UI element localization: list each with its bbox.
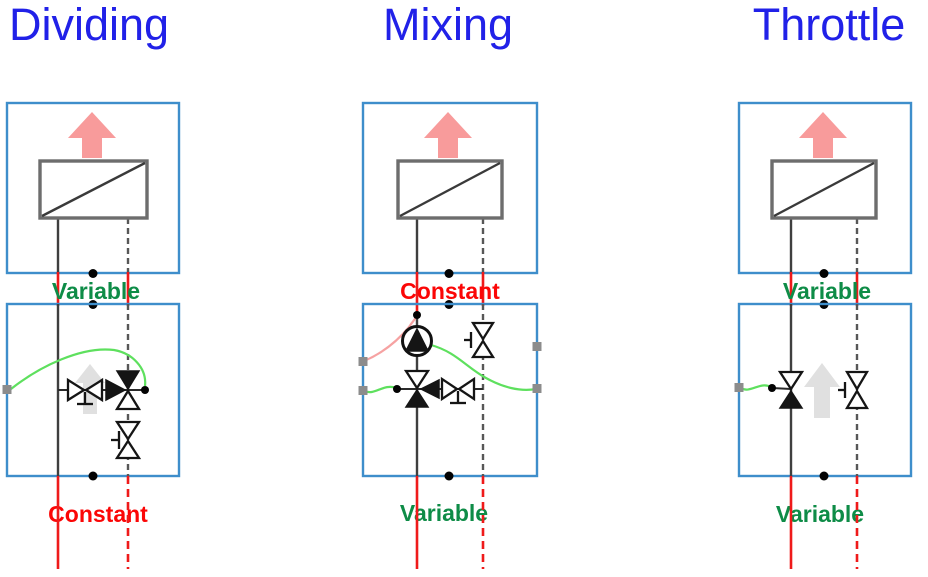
two-way-valve-icon (777, 370, 805, 409)
valve-triangle-filled (419, 378, 440, 400)
balancing-valve-icon (440, 376, 476, 405)
valve-triangle-filled (115, 370, 141, 391)
valve-triangle-filled (778, 389, 804, 409)
pump-impeller-triangle (404, 327, 430, 352)
port-square (532, 384, 542, 393)
flow-label-between: Variable (52, 278, 140, 304)
panel-dividing: Dividing Variable (2, 0, 181, 569)
port-dot (88, 471, 98, 481)
port-dot (88, 269, 98, 278)
heat-exchanger-diagonal (41, 161, 146, 218)
flow-label-between: Constant (400, 278, 500, 304)
port-square (532, 342, 542, 351)
panel-mixing: Mixing Constant (358, 0, 542, 569)
valve-triangle (114, 438, 142, 460)
panel-title: Mixing (383, 0, 513, 50)
valve-triangle (456, 376, 476, 402)
heat-exchanger-diagonal (399, 161, 501, 218)
three-way-valve-icon (105, 370, 142, 411)
valve-triangle (470, 338, 496, 359)
heat-exchanger-diagonal (773, 161, 875, 218)
port-dot (819, 269, 829, 278)
valve-triangle (83, 377, 104, 403)
heat-flow-arrow-icon (424, 112, 472, 158)
port-dot (819, 471, 829, 481)
flow-label-below: Variable (776, 501, 864, 527)
valve-triangle (66, 377, 87, 403)
valve-circuit-box (734, 302, 913, 481)
valve-triangle (470, 321, 496, 342)
wire-end-dot (141, 386, 149, 394)
control-signal-wire (740, 384, 772, 391)
heat-exchanger-icon (38, 159, 149, 220)
port-square (734, 383, 744, 392)
valve-triangle-filled (105, 378, 127, 402)
control-signal-wire (430, 343, 537, 391)
valve-triangle (403, 369, 431, 391)
three-way-valve-icon (403, 369, 440, 408)
flow-label-below: Constant (48, 501, 148, 527)
load-box (737, 101, 913, 275)
panel-title: Throttle (753, 0, 906, 50)
heat-exchanger-icon (396, 159, 504, 220)
flow-label-between: Variable (783, 278, 871, 304)
wire-end-dot (393, 385, 401, 393)
valve-triangle (844, 388, 870, 410)
port-dot (444, 269, 454, 278)
valve-triangle (777, 370, 805, 392)
balancing-valve-icon (838, 370, 870, 410)
control-signal-wire (364, 385, 397, 394)
panel-throttle: Throttle Variable (734, 0, 913, 569)
valve-triangle (114, 388, 142, 411)
valve-triangle (114, 420, 142, 442)
pump-icon (401, 325, 433, 357)
panel-title: Dividing (9, 0, 169, 50)
balancing-valve-icon (464, 321, 496, 359)
valve-circuit-box (358, 302, 542, 481)
port-square (2, 385, 12, 394)
valve-triangle-filled (404, 388, 430, 408)
valve-circuit-box (2, 302, 181, 481)
port-square (358, 386, 368, 395)
wire-end-dot (768, 384, 776, 392)
heat-flow-arrow-icon (799, 112, 847, 158)
flow-direction-arrow-icon (804, 363, 840, 418)
port-square (358, 357, 368, 366)
load-box (361, 101, 539, 275)
supply-node-red-dot (413, 311, 421, 319)
load-box (5, 101, 181, 275)
port-dot (444, 471, 454, 481)
heat-flow-arrow-icon (68, 112, 116, 158)
valve-triangle (844, 370, 870, 392)
balancing-valve-icon (66, 377, 104, 406)
balancing-valve-icon (111, 420, 142, 460)
flow-label-below: Variable (400, 500, 488, 526)
heat-exchanger-icon (770, 159, 878, 220)
valve-triangle (440, 376, 460, 402)
control-signal-wire (10, 348, 147, 390)
